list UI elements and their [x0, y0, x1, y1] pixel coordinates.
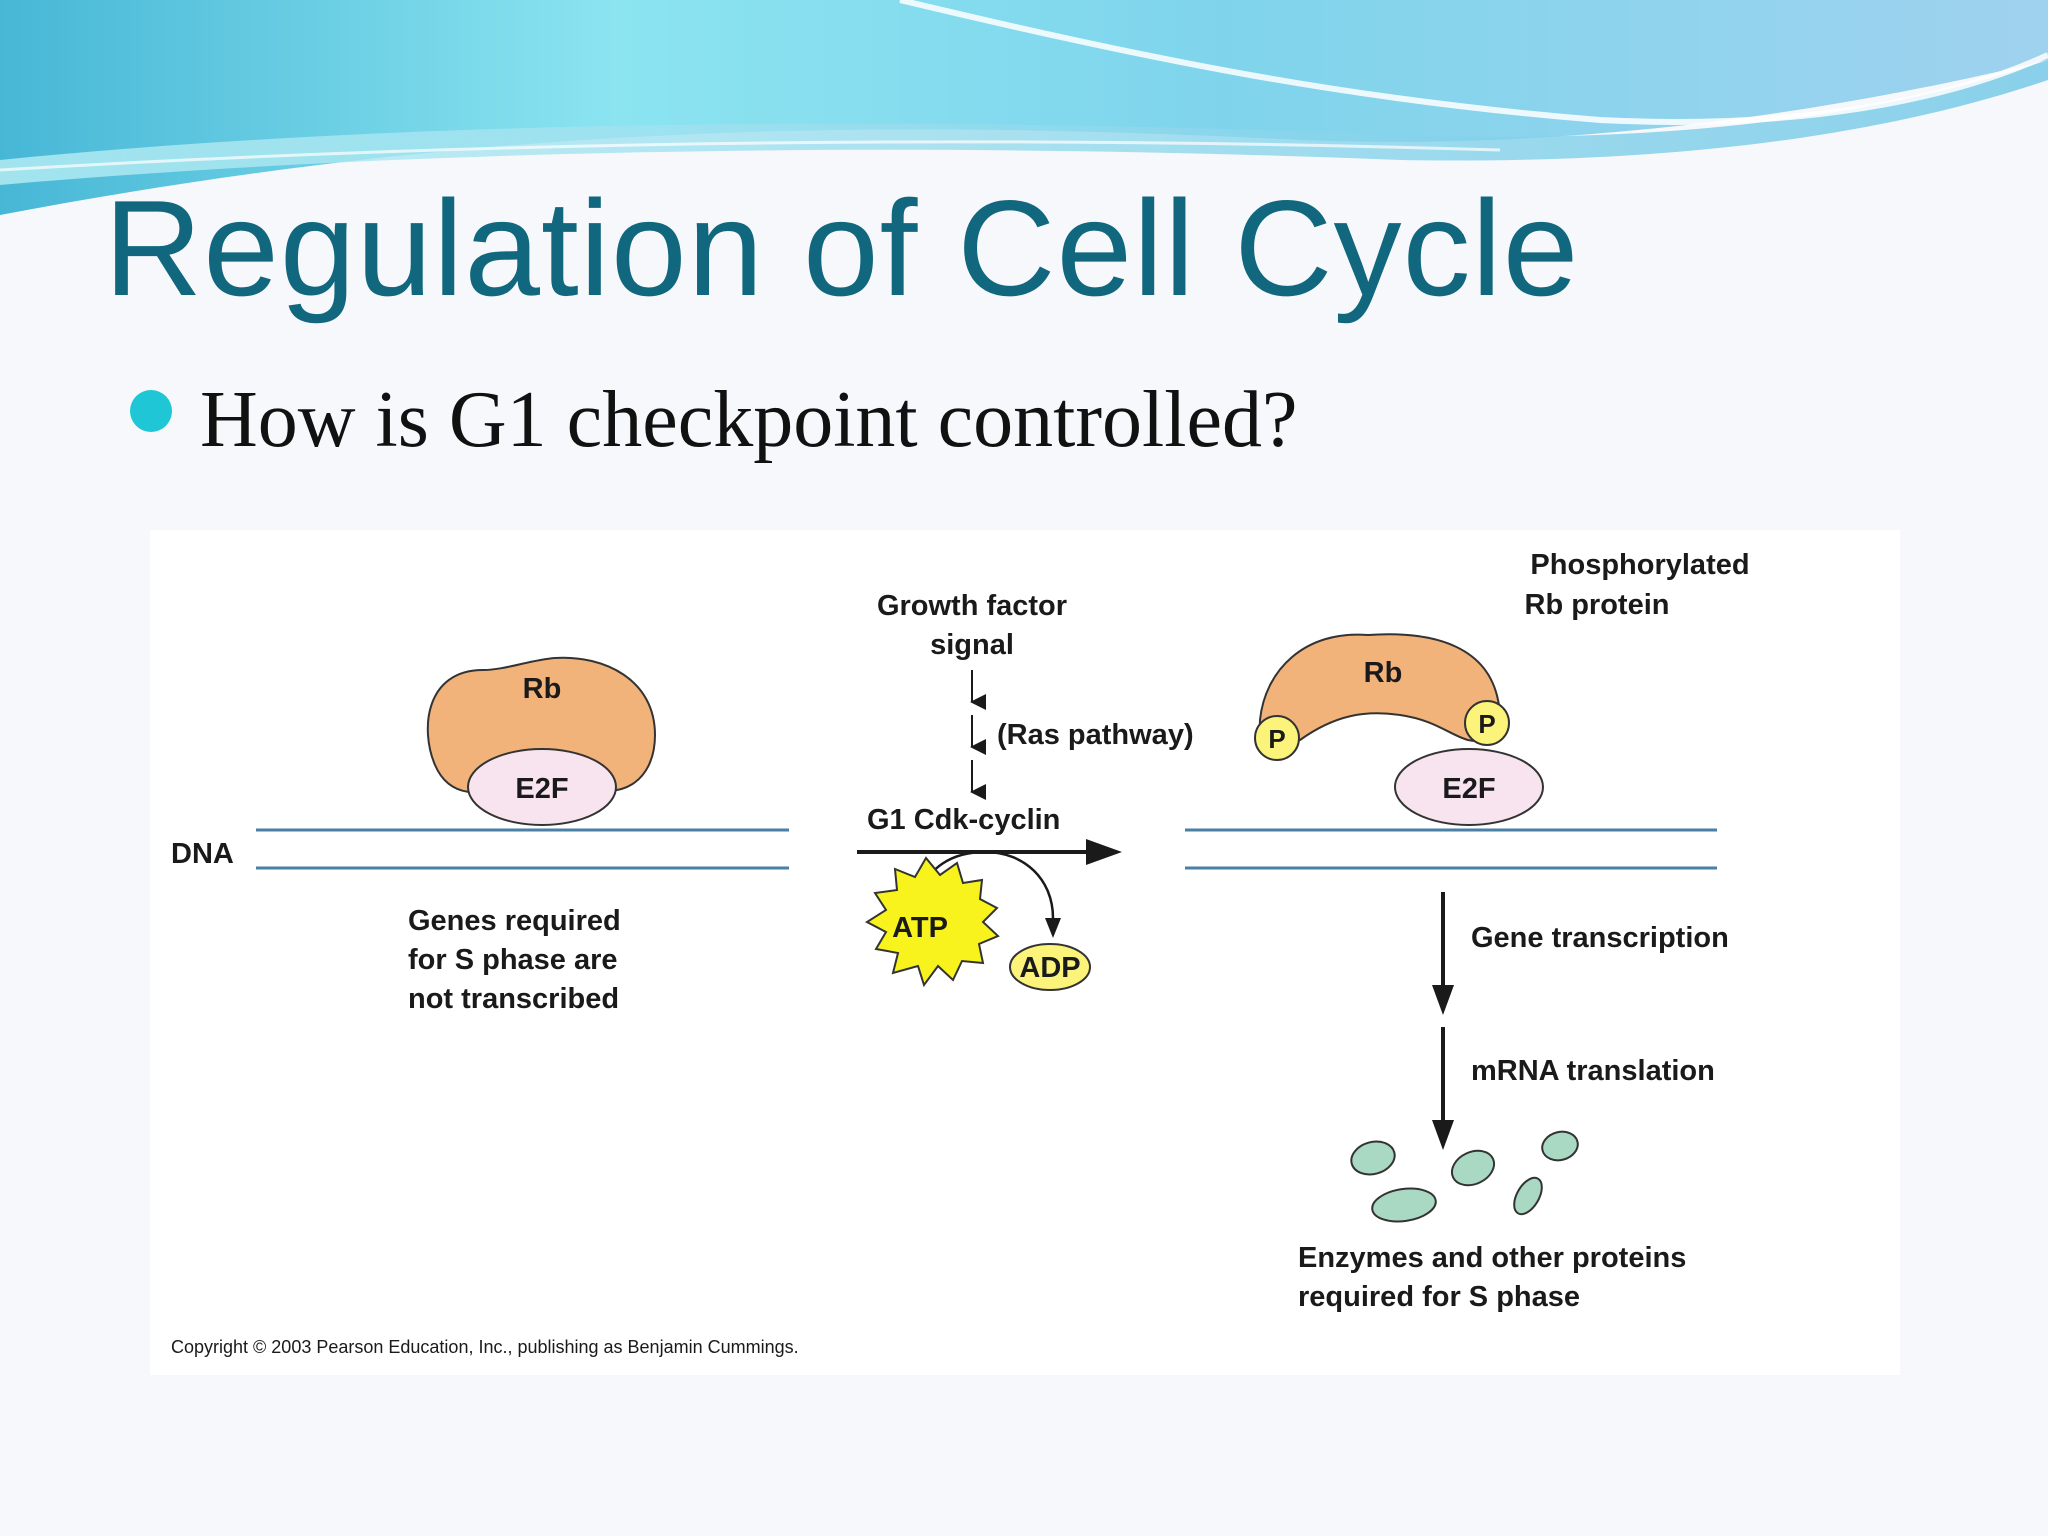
- signal-label-line-1: Growth factor: [877, 590, 1067, 622]
- phospho-caption-line-2: Rb protein: [1525, 589, 1670, 621]
- e2f-label-right: E2F: [1442, 773, 1495, 805]
- bullet-dot-icon: [130, 390, 172, 432]
- g1-checkpoint-figure: Rb E2F DNA Genes required for S phase ar…: [150, 530, 1900, 1375]
- atp-label: ATP: [892, 912, 948, 944]
- atp-adp-arrow-head: [1045, 918, 1061, 938]
- copyright-notice: Copyright © 2003 Pearson Education, Inc.…: [171, 1337, 799, 1357]
- protein-blob: [1513, 1176, 1543, 1216]
- header-wave-banner: [0, 0, 2048, 215]
- e2f-label-left: E2F: [515, 773, 568, 805]
- genes-caption-line-1: Genes required: [408, 905, 621, 937]
- protein-blob: [1450, 1149, 1496, 1187]
- genes-caption-line-2: for S phase are: [408, 944, 618, 976]
- protein-blob: [1350, 1140, 1396, 1176]
- protein-blob: [1371, 1187, 1437, 1223]
- g1-cdk-cyclin-label: G1 Cdk-cyclin: [867, 804, 1060, 836]
- e2f-shape-right: [1394, 748, 1544, 826]
- rb-label-left: Rb: [523, 673, 562, 705]
- e2f-shape-left: [467, 748, 617, 826]
- phosphate-left-label: P: [1268, 724, 1285, 754]
- ras-pathway-label: (Ras pathway): [997, 719, 1194, 751]
- phosphate-right-label: P: [1478, 709, 1495, 739]
- adp-label: ADP: [1019, 952, 1080, 984]
- cdk-main-arrow-head: [1086, 839, 1122, 865]
- protein-blob: [1541, 1130, 1579, 1162]
- phosphate-right-icon: [1464, 700, 1510, 746]
- adp-shape: [1009, 943, 1091, 991]
- gene-transcription-label: Gene transcription: [1471, 922, 1729, 954]
- signal-label-line-2: signal: [930, 629, 1014, 661]
- genes-caption-line-3: not transcribed: [408, 983, 619, 1015]
- transcription-arrow-head: [1432, 985, 1454, 1015]
- slide-title: Regulation of Cell Cycle: [104, 172, 1580, 324]
- atp-starburst-icon: [865, 856, 1000, 988]
- bullet-question: How is G1 checkpoint controlled?: [200, 376, 1298, 464]
- phospho-caption-line-1: Phosphorylated: [1530, 549, 1749, 581]
- rb-label-right: Rb: [1364, 657, 1403, 689]
- proteins-caption-line-2: required for S phase: [1298, 1281, 1580, 1313]
- dna-label: DNA: [171, 838, 234, 870]
- mrna-translation-label: mRNA translation: [1471, 1055, 1715, 1087]
- translation-arrow-head: [1432, 1120, 1454, 1150]
- g1-checkpoint-diagram: Rb E2F DNA Genes required for S phase ar…: [171, 549, 1750, 1357]
- proteins-caption-line-1: Enzymes and other proteins: [1298, 1242, 1686, 1274]
- rb-protein-shape-right: [1258, 633, 1501, 747]
- phosphate-left-icon: [1254, 715, 1300, 761]
